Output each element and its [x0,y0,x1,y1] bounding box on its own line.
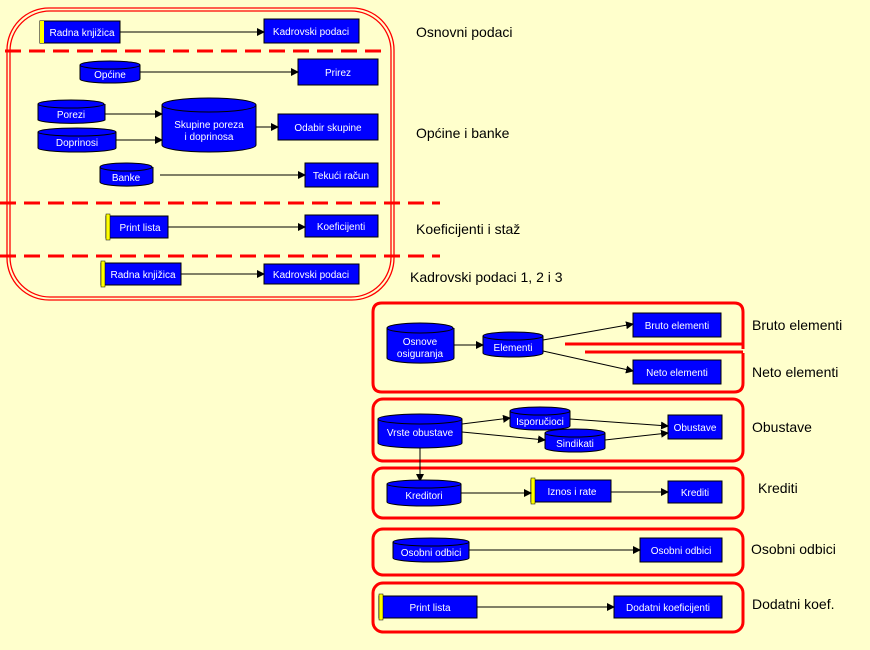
db-kreditori[interactable]: Kreditori [386,479,462,507]
svg-text:Print lista: Print lista [119,223,161,234]
svg-text:Dodatni koeficijenti: Dodatni koeficijenti [626,603,710,614]
db-isporucioci[interactable]: Isporučioci [509,406,571,431]
svg-text:Doprinosi: Doprinosi [56,138,98,149]
upper-frame [6,7,395,301]
frame-bruto [371,301,745,349]
node-obustave[interactable]: Obustave [667,414,723,440]
node-bruto-elementi[interactable]: Bruto elementi [632,312,722,338]
db-opcine[interactable]: Općine [79,60,141,84]
svg-text:Neto elementi: Neto elementi [646,368,708,379]
arrow-vrste-isporucioci [461,414,511,425]
svg-text:Kreditori: Kreditori [405,491,442,502]
svg-text:Kadrovski podaci: Kadrovski podaci [273,27,349,38]
node-radna-knjizica-1[interactable]: Radna knjižica [39,20,121,44]
node-radna-knjizica-2[interactable]: Radna knjižica [100,260,182,288]
node-odabir-skupine[interactable]: Odabir skupine [277,113,379,141]
frame-neto [371,348,745,394]
arrow-vrste-sindikati [461,431,546,444]
db-doprinosi[interactable]: Doprinosi [37,127,117,153]
label-bruto-elementi: Bruto elementi [752,317,842,333]
svg-text:Radna knjižica: Radna knjižica [49,28,114,39]
svg-text:Tekući račun: Tekući račun [313,171,369,182]
svg-text:Općine: Općine [94,70,126,81]
frame-krediti [371,466,745,520]
arrow-isporucioci-obustave [569,418,669,430]
svg-text:Porezi: Porezi [57,110,85,121]
db-osobni-odbici[interactable]: Osobni odbici [392,537,470,563]
arrow-elementi-neto [542,350,634,374]
svg-text:Skupine poreza: Skupine poreza [174,120,244,131]
node-prirez[interactable]: Prirez [297,58,379,86]
svg-text:Print lista: Print lista [409,603,451,614]
svg-text:Elementi: Elementi [494,343,533,354]
label-koeficijenti-staz: Koeficijenti i staž [416,221,520,237]
db-sindikati[interactable]: Sindikati [544,428,606,453]
node-dodatni-koeficijenti[interactable]: Dodatni koeficijenti [613,595,723,619]
frame-obustave [371,397,745,463]
node-print-lista-1[interactable]: Print lista [105,213,169,241]
label-neto-elementi: Neto elementi [752,364,838,380]
db-osnove-osiguranja[interactable]: Osnove osiguranja [386,322,455,364]
db-vrste-obustave[interactable]: Vrste obustave [377,413,463,449]
svg-text:Osobni odbici: Osobni odbici [651,546,712,557]
svg-text:osiguranja: osiguranja [397,349,444,360]
svg-text:Isporučioci: Isporučioci [516,417,564,428]
svg-text:Iznos i rate: Iznos i rate [548,487,597,498]
svg-text:Osobni odbici: Osobni odbici [401,548,462,559]
svg-text:Prirez: Prirez [325,68,351,79]
label-opcine-banke: Općine i banke [416,125,510,141]
svg-text:Krediti: Krediti [681,488,709,499]
label-kadrovski-podaci-123: Kadrovski podaci 1, 2 i 3 [410,269,563,285]
node-koeficijenti[interactable]: Koeficijenti [304,214,379,238]
svg-text:Vrste obustave: Vrste obustave [387,428,454,439]
svg-text:Obustave: Obustave [674,423,717,434]
db-porezi[interactable]: Porezi [37,99,106,124]
arrow-elementi-bruto [542,321,634,341]
node-krediti[interactable]: Krediti [667,480,723,504]
db-elementi[interactable]: Elementi [482,331,544,358]
svg-text:Bruto elementi: Bruto elementi [645,321,709,332]
svg-text:Osnove: Osnove [403,337,438,348]
frame-osobni-odbici [371,527,745,577]
node-neto-elementi[interactable]: Neto elementi [632,359,722,385]
node-print-lista-2[interactable]: Print lista [378,593,478,621]
label-krediti: Krediti [758,480,798,496]
svg-text:Odabir skupine: Odabir skupine [294,123,362,134]
db-banke[interactable]: Banke [99,162,154,187]
label-osnovni-podaci: Osnovni podaci [416,24,513,40]
arrow-sindikati-obustave [604,429,669,441]
label-osobni-odbici: Osobni odbici [751,541,836,557]
node-kadrovski-podaci-1[interactable]: Kadrovski podaci [263,18,360,44]
node-kadrovski-podaci-2[interactable]: Kadrovski podaci [263,263,360,285]
svg-text:i doprinosa: i doprinosa [185,132,234,143]
frame-dodatni-koef [371,581,745,634]
svg-text:Koeficijenti: Koeficijenti [317,222,365,233]
svg-text:Kadrovski podaci: Kadrovski podaci [273,270,349,281]
label-obustave: Obustave [752,419,812,435]
db-skupine-poreza[interactable]: Skupine poreza i doprinosa [161,97,257,153]
svg-text:Banke: Banke [112,173,141,184]
svg-text:Sindikati: Sindikati [556,439,594,450]
node-iznos-i-rate[interactable]: Iznos i rate [530,477,612,505]
node-osobni-odbici[interactable]: Osobni odbici [639,537,723,563]
node-tekuci-racun[interactable]: Tekući račun [304,162,379,188]
label-dodatni-koef: Dodatni koef. [752,596,835,612]
svg-text:Radna knjižica: Radna knjižica [110,270,175,281]
